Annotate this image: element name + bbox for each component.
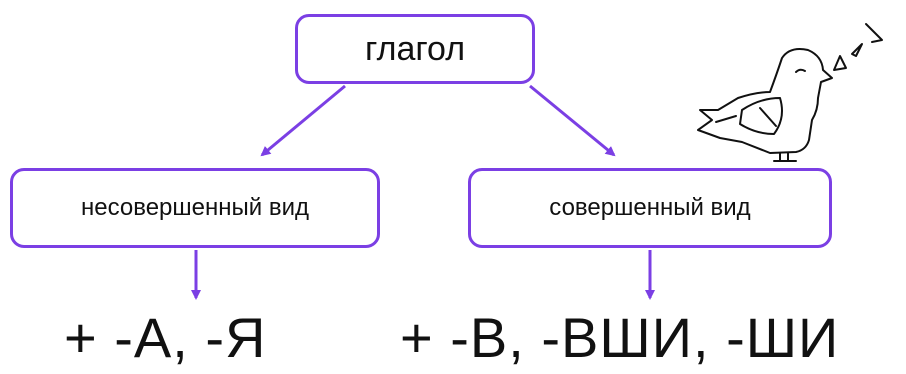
- root-node-verb: глагол: [295, 14, 535, 84]
- arrow-root-to-left: [260, 84, 346, 157]
- suffix-perfective: + -В, -ВШИ, -ШИ: [400, 306, 840, 369]
- node-perfective-label: совершенный вид: [549, 194, 751, 221]
- node-imperfective-label: несовершенный вид: [81, 194, 309, 221]
- node-perfective-aspect: совершенный вид: [468, 168, 832, 248]
- node-imperfective-aspect: несовершенный вид: [10, 168, 380, 248]
- suffix-imperfective: + -А, -Я: [64, 306, 267, 369]
- music-notes-icon: [833, 23, 883, 71]
- arrow-root-to-right: [529, 84, 616, 157]
- root-node-label: глагол: [364, 29, 466, 68]
